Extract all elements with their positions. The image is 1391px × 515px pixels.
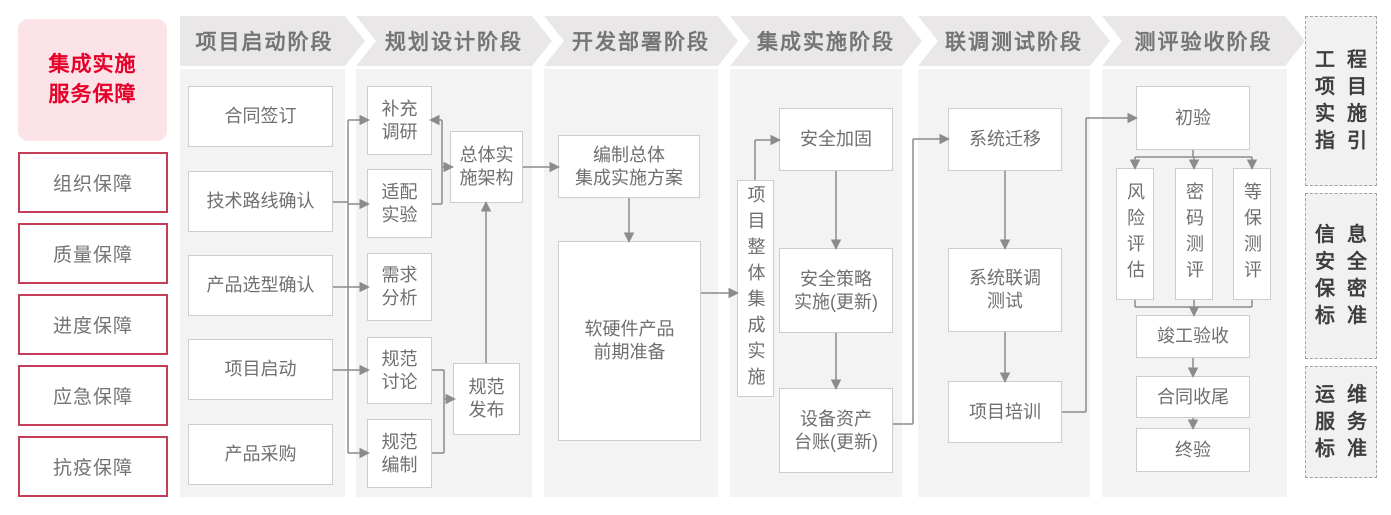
flow-box-initial-acceptance: 初验 [1136,86,1250,150]
reference-panel-line: 标准 [1315,305,1379,327]
reference-panel-line: 指引 [1315,130,1379,152]
flow-box-final-acceptance: 终验 [1136,428,1250,472]
flow-box-project-kickoff: 项目启动 [188,339,333,400]
flow-box-contract-closure: 合同收尾 [1136,376,1250,418]
flow-box-project-training: 项目培训 [948,381,1062,443]
flow-box-spec-discussion: 规范 讨论 [367,337,432,404]
phase-header-dev-deploy: 开发部署阶段 [544,16,738,66]
phase-header-project-start: 项目启动阶段 [180,16,365,66]
reference-panel-line: 运维 [1315,383,1379,406]
flow-box-adaptation-experiment: 适配 实验 [367,169,432,238]
assurance-item-organization: 组织保障 [18,152,168,213]
reference-panel-line: 工程 [1315,49,1379,71]
flow-box-system-migration: 系统迁移 [948,108,1062,171]
reference-panel-ops-standard: 运维 服务 标准 [1305,366,1377,478]
flow-box-spec-release: 规范 发布 [453,363,520,435]
flow-box-risk-assessment: 风险评估 [1116,168,1154,300]
assurance-item-quality: 质量保障 [18,223,168,284]
reference-panel-line: 服务 [1315,410,1379,433]
flow-box-crypto-evaluation: 密码测评 [1175,168,1213,300]
flow-box-contract-signing: 合同签订 [188,86,333,147]
flow-box-hw-sw-preparation: 软硬件产品 前期准备 [558,241,701,441]
flow-box-product-selection-confirm: 产品选型确认 [188,255,333,316]
assurance-item-emergency: 应急保障 [18,365,168,426]
flow-box-equipment-asset-ledger: 设备资产 台账(更新) [779,388,893,473]
flow-box-security-policy-implementation: 安全策略 实施(更新) [779,248,893,333]
flow-box-overall-implementation-architecture: 总体实 施架构 [450,131,523,203]
assurance-item-epidemic: 抗疫保障 [18,436,168,497]
flow-box-tech-route-confirm: 技术路线确认 [188,171,333,232]
flow-box-supplementary-research: 补充 调研 [367,86,432,155]
reference-panel-line: 标准 [1315,437,1379,460]
flow-box-spec-drafting: 规范 编制 [367,419,432,488]
phase-header-joint-test: 联调测试阶段 [918,16,1110,66]
reference-panel-line: 项目 [1315,76,1379,98]
reference-panel-line: 安全 [1315,251,1379,273]
flow-box-overall-integration-implementation: 项目整体集成实施 [737,180,774,397]
reference-panel-line: 实施 [1315,103,1379,125]
reference-panel-engineering-guide: 工程 项目 实施 指引 [1305,16,1377,186]
flow-box-security-hardening: 安全加固 [779,108,893,171]
phase-header-integration: 集成实施阶段 [730,16,922,66]
flow-box-classified-protection-evaluation: 等保测评 [1233,168,1271,300]
flow-box-requirement-analysis: 需求 分析 [367,253,432,321]
reference-panel-line: 保密 [1315,278,1379,300]
reference-panel-infosec-standard: 信息 安全 保密 标准 [1305,193,1377,359]
flow-box-overall-integration-plan: 编制总体 集成实施方案 [558,135,700,198]
flow-box-completion-acceptance: 竣工验收 [1136,315,1250,358]
phase-header-acceptance: 测评验收阶段 [1102,16,1305,66]
flow-box-joint-debug-test: 系统联调 测试 [948,248,1062,332]
assurance-item-progress: 进度保障 [18,294,168,355]
project-title-card: 集成实施 服务保障 [18,19,167,141]
flow-box-product-procurement: 产品采购 [188,424,333,485]
phase-header-planning-design: 规划设计阶段 [356,16,552,66]
reference-panel-line: 信息 [1315,224,1379,246]
